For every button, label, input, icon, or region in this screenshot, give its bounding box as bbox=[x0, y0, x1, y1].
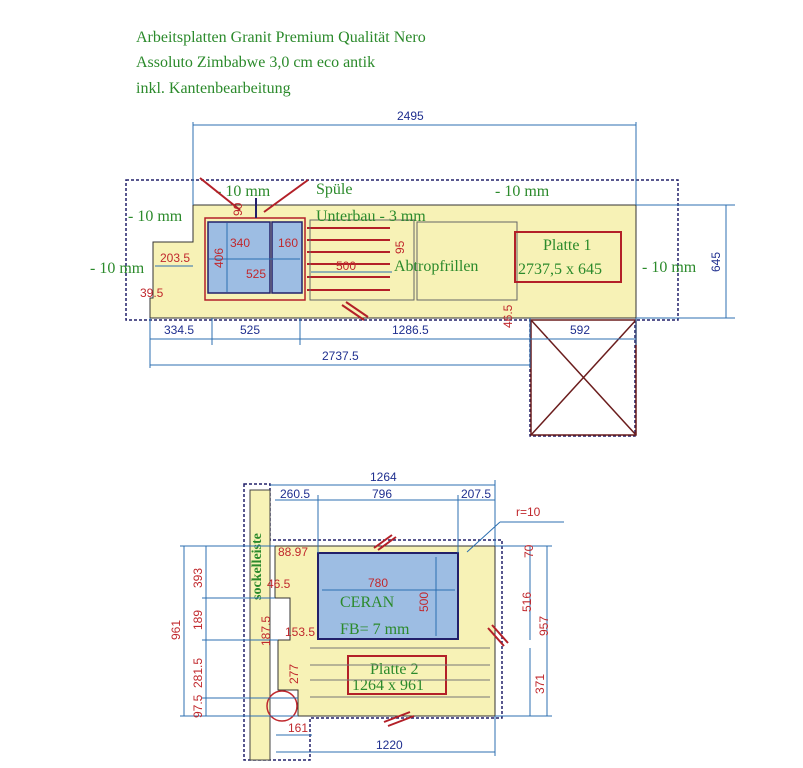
label-unterbau: Unterbau - 3 mm bbox=[316, 208, 426, 225]
dim-645: 645 bbox=[709, 252, 723, 272]
dim-46-5: 46.5 bbox=[267, 577, 291, 591]
dim-371: 371 bbox=[533, 674, 547, 694]
dim-500-ceran: 500 bbox=[417, 592, 431, 612]
edge-mark bbox=[487, 627, 505, 647]
edge-mark bbox=[491, 624, 509, 644]
dim-r10: r=10 bbox=[516, 505, 541, 519]
dim-281-5: 281.5 bbox=[191, 658, 205, 688]
dim-393: 393 bbox=[191, 568, 205, 588]
dim-70: 70 bbox=[522, 544, 536, 558]
label-minus10-tl: - 10 mm bbox=[216, 183, 271, 200]
sockelleiste-strip bbox=[249, 489, 271, 761]
sink-basin-main bbox=[207, 221, 271, 294]
dim-39-5: 39.5 bbox=[140, 286, 164, 300]
edge-mark bbox=[373, 534, 393, 549]
sink-basin-side bbox=[271, 221, 303, 294]
dim-153-5: 153.5 bbox=[285, 625, 315, 639]
header-line-3: inkl. Kantenbearbeitung bbox=[136, 80, 291, 97]
dim-88-97: 88.97 bbox=[278, 545, 308, 559]
label-ceran: CERAN bbox=[340, 594, 395, 611]
dim-340: 340 bbox=[230, 236, 250, 250]
ceran-field bbox=[317, 552, 459, 640]
plate-2-size: 1264 x 961 bbox=[352, 677, 424, 694]
plate-1-label-box bbox=[514, 231, 622, 283]
cabinet-outline bbox=[309, 219, 415, 301]
dim-95: 95 bbox=[393, 240, 407, 254]
edge-mark bbox=[383, 711, 411, 723]
edge-mark bbox=[387, 715, 415, 727]
arrow-line bbox=[263, 179, 309, 213]
header-line-1: Arbeitsplatten Granit Premium Qualität N… bbox=[136, 29, 426, 46]
edge-mark bbox=[341, 304, 365, 321]
cabinet-outline bbox=[416, 221, 518, 301]
dim-189: 189 bbox=[191, 610, 205, 630]
plate-2: sockelleiste 780 500 CERAN FB= 7 mm Plat… bbox=[169, 470, 564, 761]
dim-525-sink: 525 bbox=[246, 267, 266, 281]
dim-961: 961 bbox=[169, 620, 183, 640]
edge-mark bbox=[345, 301, 369, 318]
dim-516: 516 bbox=[520, 592, 534, 612]
label-spuele: Spüle bbox=[316, 181, 352, 198]
plate-1: 2495 645 340 160 525 406 90 500 95 bbox=[90, 109, 735, 437]
plate-1-size: 2737,5 x 645 bbox=[518, 261, 602, 278]
label-minus10-right: - 10 mm bbox=[642, 259, 697, 276]
dim-592: 592 bbox=[570, 323, 590, 337]
label-minus10-top: - 10 mm bbox=[495, 183, 550, 200]
dim-525: 525 bbox=[240, 323, 260, 337]
dim-2495: 2495 bbox=[397, 109, 424, 123]
dim-1264: 1264 bbox=[370, 470, 397, 484]
dim-1220: 1220 bbox=[376, 738, 403, 752]
dim-406: 406 bbox=[212, 248, 226, 268]
leader-line bbox=[466, 521, 501, 553]
dim-957: 957 bbox=[537, 616, 551, 636]
dim-796: 796 bbox=[372, 487, 392, 501]
dim-160: 160 bbox=[278, 236, 298, 250]
dim-277: 277 bbox=[287, 664, 301, 684]
dim-161: 161 bbox=[288, 721, 308, 735]
label-minus10-leftlow: - 10 mm bbox=[90, 260, 145, 277]
corner-circle bbox=[266, 690, 298, 722]
dim-207-5: 207.5 bbox=[461, 487, 491, 501]
plate-2-name: Platte 2 bbox=[370, 661, 418, 678]
dim-203-5: 203.5 bbox=[160, 251, 190, 265]
plate-1-name: Platte 1 bbox=[543, 237, 591, 254]
dim-500-drain: 500 bbox=[336, 259, 356, 273]
plate-2-label-box bbox=[347, 655, 447, 695]
dim-46-5-p1: 46.5 bbox=[501, 304, 515, 328]
label-abtropfrillen: Abtropfrillen bbox=[394, 258, 478, 275]
arrow-line bbox=[199, 177, 241, 211]
corner-cabinet bbox=[530, 319, 637, 436]
plate-1-offset-outline bbox=[125, 179, 679, 437]
dim-780: 780 bbox=[368, 576, 388, 590]
label-fb: FB= 7 mm bbox=[340, 621, 410, 638]
dim-2737-5: 2737.5 bbox=[322, 349, 359, 363]
dim-334-5: 334.5 bbox=[164, 323, 194, 337]
label-minus10-left: - 10 mm bbox=[128, 208, 183, 225]
edge-mark bbox=[377, 536, 397, 551]
header-line-2: Assoluto Zimbabwe 3,0 cm eco antik bbox=[136, 54, 375, 71]
dim-1286-5: 1286.5 bbox=[392, 323, 429, 337]
dim-97-5: 97.5 bbox=[191, 694, 205, 718]
dim-187-5: 187.5 bbox=[259, 616, 273, 646]
label-sockelleiste: sockelleiste bbox=[250, 533, 265, 600]
drain-grooves bbox=[307, 227, 390, 291]
dim-260-5: 260.5 bbox=[280, 487, 310, 501]
